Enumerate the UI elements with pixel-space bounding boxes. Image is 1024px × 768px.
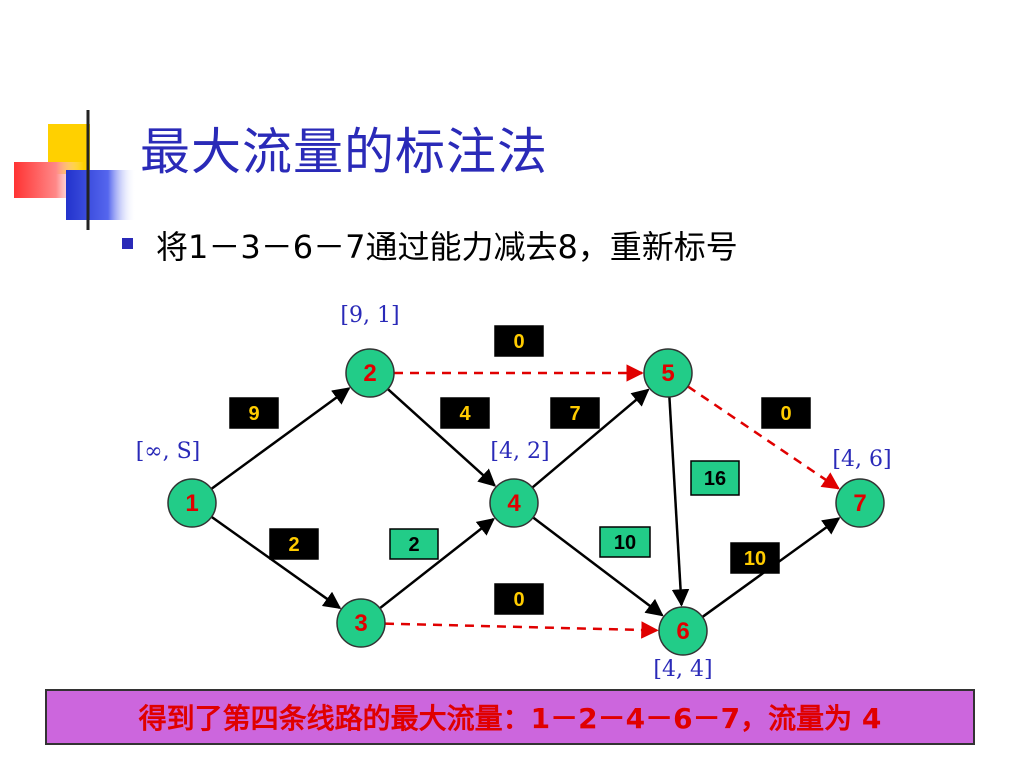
capacity-label-2-4: 4 — [459, 403, 471, 425]
capacity-box-1-2 — [229, 397, 279, 429]
node-tag-4: [4, 2] — [490, 439, 549, 464]
edge-4-5 — [531, 388, 650, 489]
capacity-label-4-6: 10 — [614, 532, 636, 554]
capacity-box-4-5 — [550, 397, 600, 429]
capacity-box-6-7 — [730, 542, 780, 574]
node-tag-2: [9, 1] — [340, 303, 399, 328]
result-box: 得到了第四条线路的最大流量：1－2－4－6－7，流量为 4 — [45, 689, 975, 745]
title-decoration — [14, 110, 1000, 230]
capacity-label-5-6: 16 — [704, 468, 726, 490]
capacity-label-4-5: 7 — [569, 403, 580, 425]
node-label-3: 3 — [354, 610, 367, 637]
node-label-4: 4 — [507, 490, 521, 517]
capacity-label-6-7: 10 — [744, 548, 766, 570]
edge-2-4 — [386, 388, 496, 487]
edge-5-7 — [687, 385, 840, 490]
page-title: 最大流量的标注法 — [140, 123, 548, 181]
capacity-label-2-5: 0 — [513, 331, 524, 353]
capacity-label-5-7: 0 — [780, 403, 791, 425]
node-6 — [658, 606, 708, 656]
capacity-box-4-6 — [599, 526, 651, 558]
bullet-square-icon — [122, 238, 133, 249]
edge-1-3 — [210, 515, 342, 609]
node-label-7: 7 — [853, 490, 866, 517]
node-tag-7: [4, 6] — [832, 447, 891, 472]
node-tag-1: [∞, S] — [136, 439, 201, 464]
capacity-box-3-4 — [389, 528, 439, 560]
node-label-2: 2 — [363, 360, 376, 387]
node-label-1: 1 — [185, 490, 198, 517]
deco-blue-square — [66, 170, 136, 220]
node-4 — [489, 478, 539, 528]
capacity-box-3-6 — [494, 583, 544, 615]
bullet-text: 将1－3－6－7通过能力减去8，重新标号 — [156, 228, 738, 266]
node-label-6: 6 — [676, 618, 689, 645]
result-text: 得到了第四条线路的最大流量：1－2－4－6－7，流量为 4 — [138, 702, 882, 735]
edge-3-6 — [384, 621, 659, 639]
node-2 — [345, 348, 395, 398]
capacity-box-5-6 — [690, 460, 740, 496]
node-7 — [835, 478, 885, 528]
capacity-box-1-3 — [269, 528, 319, 560]
node-tag-6: [4, 4] — [653, 657, 712, 682]
edge-4-6 — [532, 516, 664, 617]
capacity-label-3-4: 2 — [408, 534, 419, 556]
node-label-5: 5 — [661, 360, 674, 387]
capacity-box-2-4 — [440, 397, 490, 429]
capacity-label-3-6: 0 — [513, 589, 524, 611]
node-1 — [167, 478, 217, 528]
edge-1-2 — [210, 387, 351, 490]
capacity-label-1-2: 9 — [248, 403, 259, 425]
edge-3-4 — [379, 517, 495, 610]
capacity-box-2-5 — [494, 325, 544, 357]
node-5 — [643, 348, 693, 398]
node-3 — [336, 598, 386, 648]
edge-5-6 — [668, 396, 690, 607]
capacity-label-1-3: 2 — [288, 534, 299, 556]
capacity-box-5-7 — [761, 397, 811, 429]
